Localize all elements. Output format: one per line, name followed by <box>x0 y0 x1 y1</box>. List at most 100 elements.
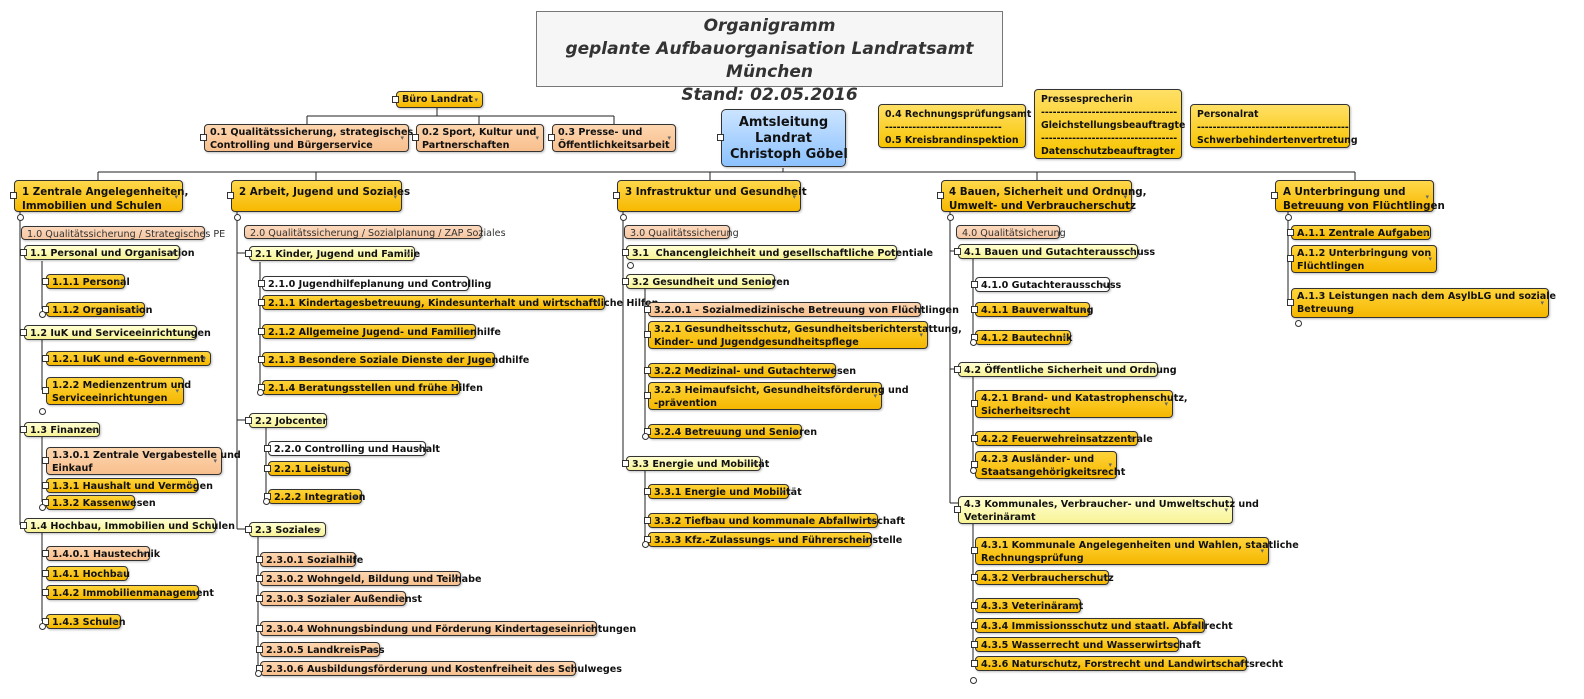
expand-handle-icon[interactable] <box>39 504 46 511</box>
collapse-toggle-icon[interactable] <box>622 459 629 467</box>
node-unit-1-3-1[interactable]: 1.3.0.1 Zentrale Vergabestelle und Einka… <box>42 447 241 475</box>
node-unit-1-4-3[interactable]: 1.4.2 Immobilienmanagement▾ <box>42 585 214 600</box>
collapse-toggle-icon[interactable] <box>971 601 978 609</box>
node-unit-2-1-2[interactable]: 2.1.1 Kindertagesbetreuung, Kindesunterh… <box>258 295 659 310</box>
collapse-toggle-icon[interactable] <box>256 555 263 563</box>
node-unit-3-3-1[interactable]: 3.3.1 Energie und Mobilität▾ <box>644 484 802 499</box>
chevron-down-icon[interactable]: ▾ <box>1149 365 1153 374</box>
collapse-toggle-icon[interactable] <box>971 573 978 581</box>
node-qualitaetssicherung-1[interactable]: 1.0 Qualitätssicherung / Strategisches P… <box>21 226 225 240</box>
chevron-down-icon[interactable]: ▾ <box>1428 255 1432 263</box>
chevron-down-icon[interactable]: ▾ <box>467 327 471 336</box>
node-unit-2-1-3[interactable]: 2.1.2 Allgemeine Jugend- und Familienhil… <box>258 324 501 339</box>
node-unit-1-4-4[interactable]: 1.4.3 Schulen▾ <box>42 614 126 629</box>
chevron-down-icon[interactable]: ▾ <box>535 134 539 142</box>
node-unit-1-3-2[interactable]: 1.3.1 Haushalt und Vermögen▾ <box>42 478 213 493</box>
node-group-2-1[interactable]: 2.1 Kinder, Jugend und Familie▾ <box>245 246 420 261</box>
collapse-toggle-icon[interactable] <box>227 192 234 199</box>
node-column-3[interactable]: 3 Infrastruktur und Gesundheit▾ <box>613 180 807 212</box>
node-group-1-3[interactable]: 1.3 Finanzen▾ <box>20 422 100 437</box>
chevron-down-icon[interactable]: ▾ <box>1196 621 1200 630</box>
chevron-down-icon[interactable]: ▾ <box>119 569 123 578</box>
node-group-1-2[interactable]: 1.2 IuK und Serviceeinrichtungen▾ <box>20 325 211 340</box>
node-unit-3-2-5[interactable]: 3.2.4 Betreuung und Senioren▾ <box>644 424 817 439</box>
collapse-toggle-icon[interactable] <box>937 192 944 199</box>
node-unit-1-3-3[interactable]: 1.3.2 Kassenwesen▾ <box>42 495 156 510</box>
chevron-down-icon[interactable]: ▾ <box>188 328 192 337</box>
chevron-down-icon[interactable]: ▾ <box>596 298 600 307</box>
node-unit-4-1-3[interactable]: 4.1.2 Bautechnik▾ <box>971 330 1072 345</box>
node-unit-4-2-1[interactable]: 4.2.1 Brand- und Katastrophenschutz, Sic… <box>971 390 1188 418</box>
collapse-toggle-icon[interactable] <box>644 331 651 338</box>
chevron-down-icon[interactable]: ▾ <box>486 355 490 364</box>
collapse-toggle-icon[interactable] <box>971 640 978 648</box>
node-unit-2-1-4[interactable]: 2.1.3 Besondere Soziale Dienste der Juge… <box>258 352 529 367</box>
collapse-toggle-icon[interactable] <box>256 645 263 653</box>
info-box-rechnung[interactable]: 0.4 Rechnungsprüfungsamt ---------------… <box>878 104 1031 148</box>
chevron-down-icon[interactable]: ▾ <box>91 425 95 434</box>
node-buero-child-2[interactable]: 0.2 Sport, Kultur und Partnerschaften▾ <box>412 124 544 152</box>
collapse-toggle-icon[interactable] <box>412 134 419 141</box>
collapse-toggle-icon[interactable] <box>644 516 651 524</box>
node-unit-2-1-5[interactable]: 2.1.4 Beratungsstellen und frühe Hilfen▾ <box>258 380 483 395</box>
collapse-toggle-icon[interactable] <box>256 594 263 602</box>
expand-handle-icon[interactable] <box>970 677 977 684</box>
node-group-3-2[interactable]: 3.2 Gesundheit und Senioren▾ <box>622 274 790 289</box>
collapse-toggle-icon[interactable] <box>42 354 49 362</box>
node-column-5[interactable]: A Unterbringung und Betreuung von Flücht… <box>1271 180 1445 212</box>
chevron-down-icon[interactable]: ▾ <box>318 416 322 425</box>
node-buero-landrat[interactable]: Büro Landrat▾ <box>392 91 483 108</box>
chevron-down-icon[interactable]: ▾ <box>780 487 784 496</box>
node-unit-3-2-4[interactable]: 3.2.3 Heimaufsicht, Gesundheitsförderung… <box>644 382 909 410</box>
expand-handle-icon[interactable] <box>642 433 649 440</box>
collapse-toggle-icon[interactable] <box>644 305 651 313</box>
expand-handle-icon[interactable] <box>970 339 977 346</box>
node-qualitaetssicherung-2[interactable]: 2.0 Qualitätssicherung / Sozialplanung /… <box>244 225 506 239</box>
collapse-toggle-icon[interactable] <box>10 192 17 199</box>
collapse-toggle-icon[interactable] <box>258 298 265 306</box>
chevron-down-icon[interactable]: ▾ <box>1100 573 1104 582</box>
node-unit-4-3-4[interactable]: 4.3.4 Immissionsschutz und staatl. Abfal… <box>971 618 1233 633</box>
node-unit-5-1-2[interactable]: A.1.2 Unterbringung von Flüchtlingen▾ <box>1287 245 1437 273</box>
collapse-toggle-icon[interactable] <box>644 366 651 374</box>
collapse-toggle-icon[interactable] <box>200 134 207 141</box>
collapse-toggle-icon[interactable] <box>1271 192 1278 199</box>
chevron-down-icon[interactable]: ▾ <box>1170 640 1174 649</box>
node-unit-2-2-1[interactable]: 2.2.0 Controlling und Haushalt▾ <box>264 441 440 456</box>
expand-handle-icon[interactable] <box>257 389 264 396</box>
collapse-toggle-icon[interactable] <box>392 95 399 103</box>
node-column-4[interactable]: 4 Bauen, Sicherheit und Ordnung, Umwelt-… <box>937 180 1147 212</box>
node-unit-4-2-2[interactable]: 4.2.2 Feuerwehreinsatzzentrale▾ <box>971 431 1153 446</box>
chevron-down-icon[interactable]: ▾ <box>347 555 351 564</box>
chevron-down-icon[interactable]: ▾ <box>869 516 873 525</box>
chevron-down-icon[interactable]: ▾ <box>1129 247 1133 256</box>
chevron-down-icon[interactable]: ▾ <box>175 387 179 395</box>
collapse-toggle-icon[interactable] <box>258 327 265 335</box>
collapse-toggle-icon[interactable] <box>971 305 978 313</box>
collapse-toggle-icon[interactable] <box>42 588 49 596</box>
chevron-down-icon[interactable]: ▾ <box>190 588 194 597</box>
expand-handle-icon[interactable] <box>39 623 46 630</box>
node-unit-2-2-2[interactable]: 2.2.1 Leistung▾ <box>264 461 351 476</box>
node-unit-2-3-6[interactable]: 2.3.0.6 Ausbildungsförderung und Kostenf… <box>256 661 622 676</box>
expand-handle-icon[interactable] <box>263 498 270 505</box>
chevron-down-icon[interactable]: ▾ <box>1108 461 1112 469</box>
chevron-down-icon[interactable]: ▾ <box>116 277 120 286</box>
expand-handle-icon[interactable] <box>970 467 977 474</box>
node-unit-4-1-1[interactable]: 4.1.0 Gutachterausschuss▾ <box>971 277 1121 292</box>
node-unit-2-2-3[interactable]: 2.2.2 Integration▾ <box>264 489 366 504</box>
info-box-personalrat[interactable]: Personalrat ----------------------------… <box>1190 104 1358 148</box>
collapse-toggle-icon[interactable] <box>622 277 629 285</box>
node-unit-3-3-2[interactable]: 3.3.2 Tiefbau und kommunale Abfallwirtsc… <box>644 513 905 528</box>
info-box-presse[interactable]: Pressesprecherin -----------------------… <box>1034 89 1185 159</box>
expand-handle-icon[interactable] <box>947 214 954 221</box>
chevron-down-icon[interactable]: ▾ <box>406 249 410 258</box>
node-unit-2-1-1[interactable]: 2.1.0 Jugendhilfeplanung und Controlling… <box>258 276 491 291</box>
node-group-3-3[interactable]: 3.3 Energie und Mobilität▾ <box>622 456 769 471</box>
node-unit-4-1-2[interactable]: 4.1.1 Bauverwaltung▾ <box>971 302 1094 317</box>
node-qualitaetssicherung-3[interactable]: 3.0 Qualitätssicherung <box>624 225 739 239</box>
node-unit-1-4-2[interactable]: 1.4.1 Hochbau▾ <box>42 566 130 581</box>
chevron-down-icon[interactable]: ▾ <box>752 459 756 468</box>
chevron-down-icon[interactable]: ▾ <box>888 248 892 257</box>
node-unit-3-2-2[interactable]: 3.2.1 Gesundheitsschutz, Gesundheitsberi… <box>644 321 962 349</box>
